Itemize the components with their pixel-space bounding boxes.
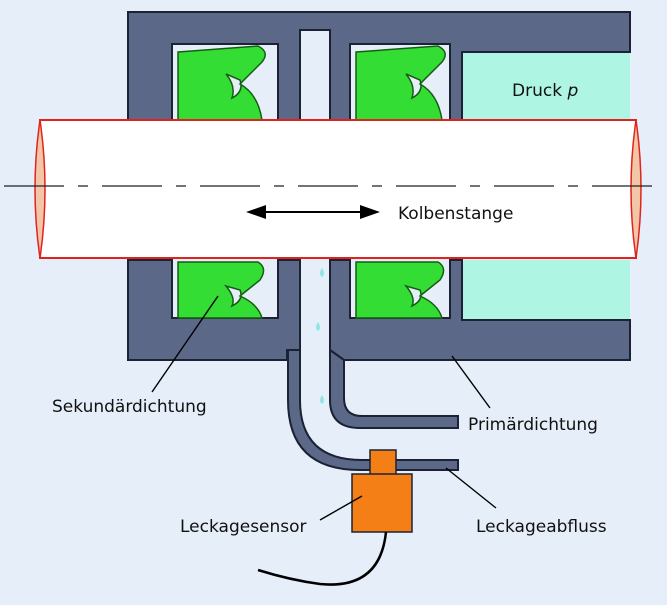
leak-channel-secondary — [287, 349, 459, 471]
seal-primary-bottom — [355, 261, 445, 319]
seal-secondary-top — [177, 45, 266, 121]
seal-secondary-bottom — [177, 261, 265, 319]
pressure-chamber-top — [462, 52, 630, 122]
motion-arrow-head-right — [360, 205, 380, 219]
leak-sensor — [351, 473, 413, 533]
label-leak-sensor: Leckagesensor — [180, 517, 307, 537]
label-rod: Kolbenstange — [398, 204, 513, 224]
sensor-cap — [369, 449, 397, 477]
rod-end-left — [34, 119, 46, 259]
leader-primary-seal — [451, 355, 491, 409]
label-leak-drain: Leckageabfluss — [476, 517, 607, 537]
rod-end-right — [630, 119, 642, 259]
leader-leak-drain — [445, 467, 497, 509]
leak-drop — [320, 268, 324, 277]
leak-drop — [316, 322, 320, 331]
leader-secondary-seal — [151, 295, 219, 393]
pressure-chamber-bottom — [462, 260, 630, 320]
leader-leak-sensor — [319, 495, 363, 521]
label-secondary-seal: Sekundärdichtung — [52, 397, 207, 417]
housing-bottom — [127, 259, 301, 361]
label-primary-seal: Primärdichtung — [468, 415, 598, 435]
label-pressure-symbol: p — [566, 81, 578, 101]
seal-primary-top — [355, 45, 446, 121]
motion-arrow-head-left — [246, 205, 266, 219]
leak-drop — [320, 395, 324, 404]
sensor-cable — [257, 531, 388, 586]
piston-rod — [39, 119, 637, 259]
leak-channel-primary — [329, 348, 459, 429]
label-pressure: Druck p — [512, 81, 578, 101]
